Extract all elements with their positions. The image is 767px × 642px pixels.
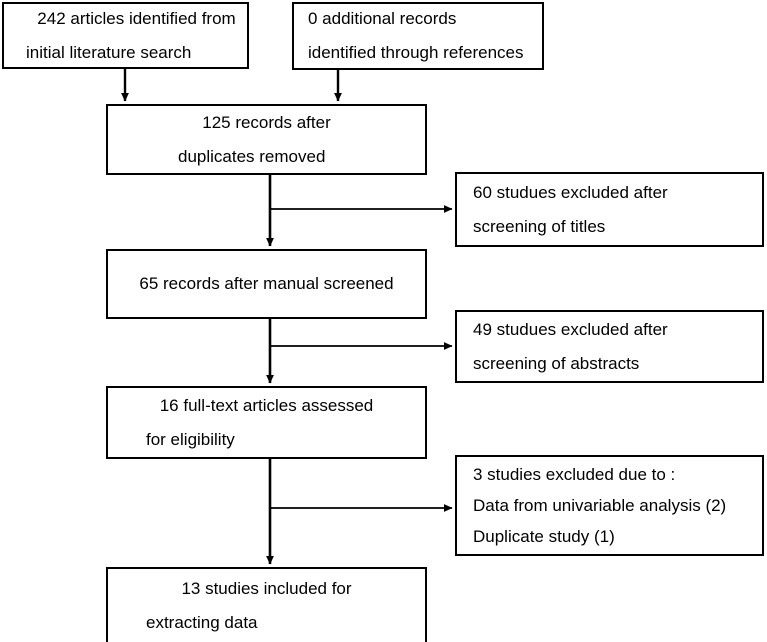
node-text-line: 242 articles identified from (37, 8, 236, 28)
node-excluded-after-abstract-screening: 49 studues excluded after screening of a… (455, 310, 764, 383)
node-text-line: duplicates removed (178, 146, 326, 166)
node-text-line: 16 full-text articles assessed (159, 395, 374, 415)
node-text-line: identified through references (308, 43, 524, 62)
node-excluded-after-eligibility: 3 studies excluded due to : Data from un… (455, 455, 764, 556)
node-records-after-duplicates-removed: 125 records after duplicates removed (106, 104, 427, 175)
node-articles-identified: 242 articles identified from initial lit… (2, 2, 249, 69)
node-text-line: 49 studues excluded after (473, 319, 668, 339)
node-text-line: for eligibility (146, 429, 235, 449)
node-text-line: Data from univariable analysis (2) (473, 496, 727, 515)
node-text-line: Duplicate study (1) (473, 527, 615, 546)
node-text-line: 125 records after (202, 112, 331, 132)
node-text-line: screening of titles (473, 216, 606, 236)
node-records-after-manual-screened: 65 records after manual screened (106, 249, 427, 319)
node-text-line: 3 studies excluded due to : (473, 465, 676, 484)
node-text-line: 0 additional records (308, 9, 457, 28)
node-studies-included: 13 studies included for extracting data (106, 567, 427, 642)
node-fulltext-articles-assessed: 16 full-text articles assessed for eligi… (106, 386, 427, 459)
node-text-line: 13 studies included for (181, 579, 352, 598)
node-text-line: 60 studues excluded after (473, 182, 668, 202)
node-text-line: screening of abstracts (473, 353, 640, 373)
node-text-line: extracting data (146, 613, 258, 632)
node-additional-records: 0 additional records identified through … (292, 2, 544, 70)
node-text-line: initial literature search (26, 42, 192, 62)
node-excluded-after-title-screening: 60 studues excluded after screening of t… (455, 172, 764, 247)
node-text-line: 65 records after manual screened (139, 274, 394, 293)
